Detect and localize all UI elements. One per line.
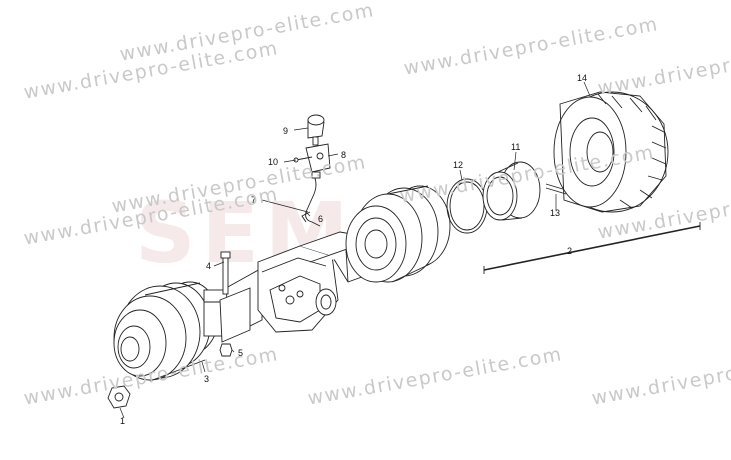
callout-13: 13 (550, 208, 560, 218)
callout-2: 2 (567, 246, 572, 256)
wheel-nut (107, 385, 131, 409)
callout-3: 3 (204, 374, 209, 384)
callout-10: 10 (268, 157, 278, 167)
breather-assembly (293, 114, 331, 227)
callout-7: 7 (251, 195, 256, 205)
callout-6: 6 (318, 214, 323, 224)
wheel-rim (482, 161, 541, 221)
right-hub-drum (345, 185, 451, 283)
callout-11: 11 (511, 142, 520, 152)
callout-8: 8 (341, 150, 346, 160)
callout-4: 4 (206, 261, 211, 271)
bolt-and-nut (219, 251, 233, 357)
o-ring (446, 178, 488, 234)
left-hub-drum (113, 281, 233, 382)
dimension-line-2 (483, 222, 701, 274)
callout-12: 12 (453, 160, 463, 170)
valve-stem (545, 183, 567, 195)
callout-5: 5 (238, 348, 243, 358)
callout-14: 14 (577, 73, 587, 83)
axle-housing-left (219, 267, 263, 343)
tyre (553, 91, 669, 213)
leader-lines (119, 81, 591, 419)
callout-9: 9 (283, 126, 288, 136)
callout-1: 1 (120, 416, 125, 426)
